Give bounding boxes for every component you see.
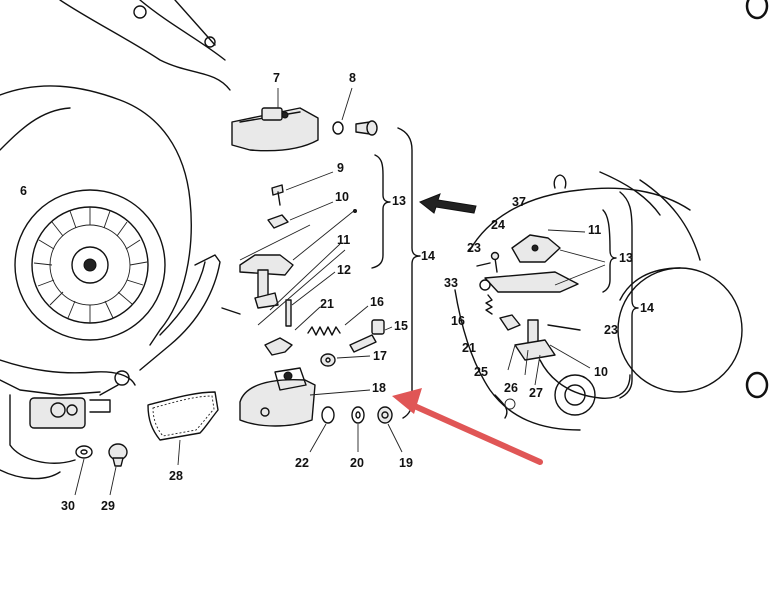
label-12: 12	[337, 263, 351, 277]
label-22: 22	[295, 456, 309, 470]
label-28: 28	[169, 469, 183, 483]
label-14-right: 14	[640, 301, 654, 315]
part-9-screw	[271, 171, 334, 206]
part-21-lever	[264, 337, 293, 356]
label-25: 25	[474, 365, 488, 379]
direction-arrow	[419, 193, 477, 214]
bracket-14-left	[397, 127, 421, 419]
engine-fan-housing	[0, 0, 231, 480]
label-11-right: 11	[588, 223, 601, 237]
label-11: 11	[337, 233, 350, 247]
label-16: 16	[370, 295, 384, 309]
label-37: 37	[512, 195, 526, 209]
label-7: 7	[273, 71, 280, 85]
label-29: 29	[101, 499, 115, 513]
label-21: 21	[320, 297, 334, 311]
label-13-right: 13	[619, 251, 633, 265]
part-8-screw-washer	[332, 87, 378, 136]
part-18-housing	[239, 367, 371, 427]
part-16-spring	[307, 305, 369, 336]
label-33: 33	[444, 276, 458, 290]
callout-labels: 7 8 9 10 13 11 14 12 21 16 15 17 18 22 2…	[20, 71, 654, 513]
label-15: 15	[394, 319, 408, 333]
label-18: 18	[372, 381, 386, 395]
label-13: 13	[392, 194, 406, 208]
part-30-washer	[74, 445, 93, 496]
label-26: 26	[504, 381, 518, 395]
part-17-nut	[320, 353, 371, 367]
bracket-13-left	[371, 154, 391, 269]
label-10: 10	[335, 190, 349, 204]
part-20-washer	[351, 406, 365, 452]
label-19: 19	[399, 456, 413, 470]
right-inset-assembly	[454, 171, 743, 431]
red-highlight-arrow	[392, 388, 543, 465]
part-19-nut	[377, 406, 403, 453]
label-23-top: 23	[467, 241, 481, 255]
label-16-right: 16	[451, 314, 465, 328]
label-6: 6	[20, 184, 27, 198]
label-17: 17	[373, 349, 387, 363]
part-15-screw	[349, 319, 393, 353]
part-22-washer	[309, 406, 335, 453]
label-24: 24	[491, 218, 505, 232]
label-14: 14	[421, 249, 435, 263]
label-23-bottom: 23	[604, 323, 618, 337]
binder-holes	[745, 0, 769, 399]
label-10-right: 10	[594, 365, 608, 379]
label-21-right: 21	[462, 341, 476, 355]
label-9: 9	[337, 161, 344, 175]
label-27: 27	[529, 386, 543, 400]
part-28-gasket	[147, 391, 219, 466]
part-12-pin	[285, 271, 336, 327]
label-20: 20	[350, 456, 364, 470]
label-8: 8	[349, 71, 356, 85]
part-7-cover	[231, 107, 319, 152]
lever-assembly	[221, 209, 357, 315]
part-29-bolt	[108, 443, 128, 496]
part-10-nut	[267, 201, 334, 229]
label-30: 30	[61, 499, 75, 513]
